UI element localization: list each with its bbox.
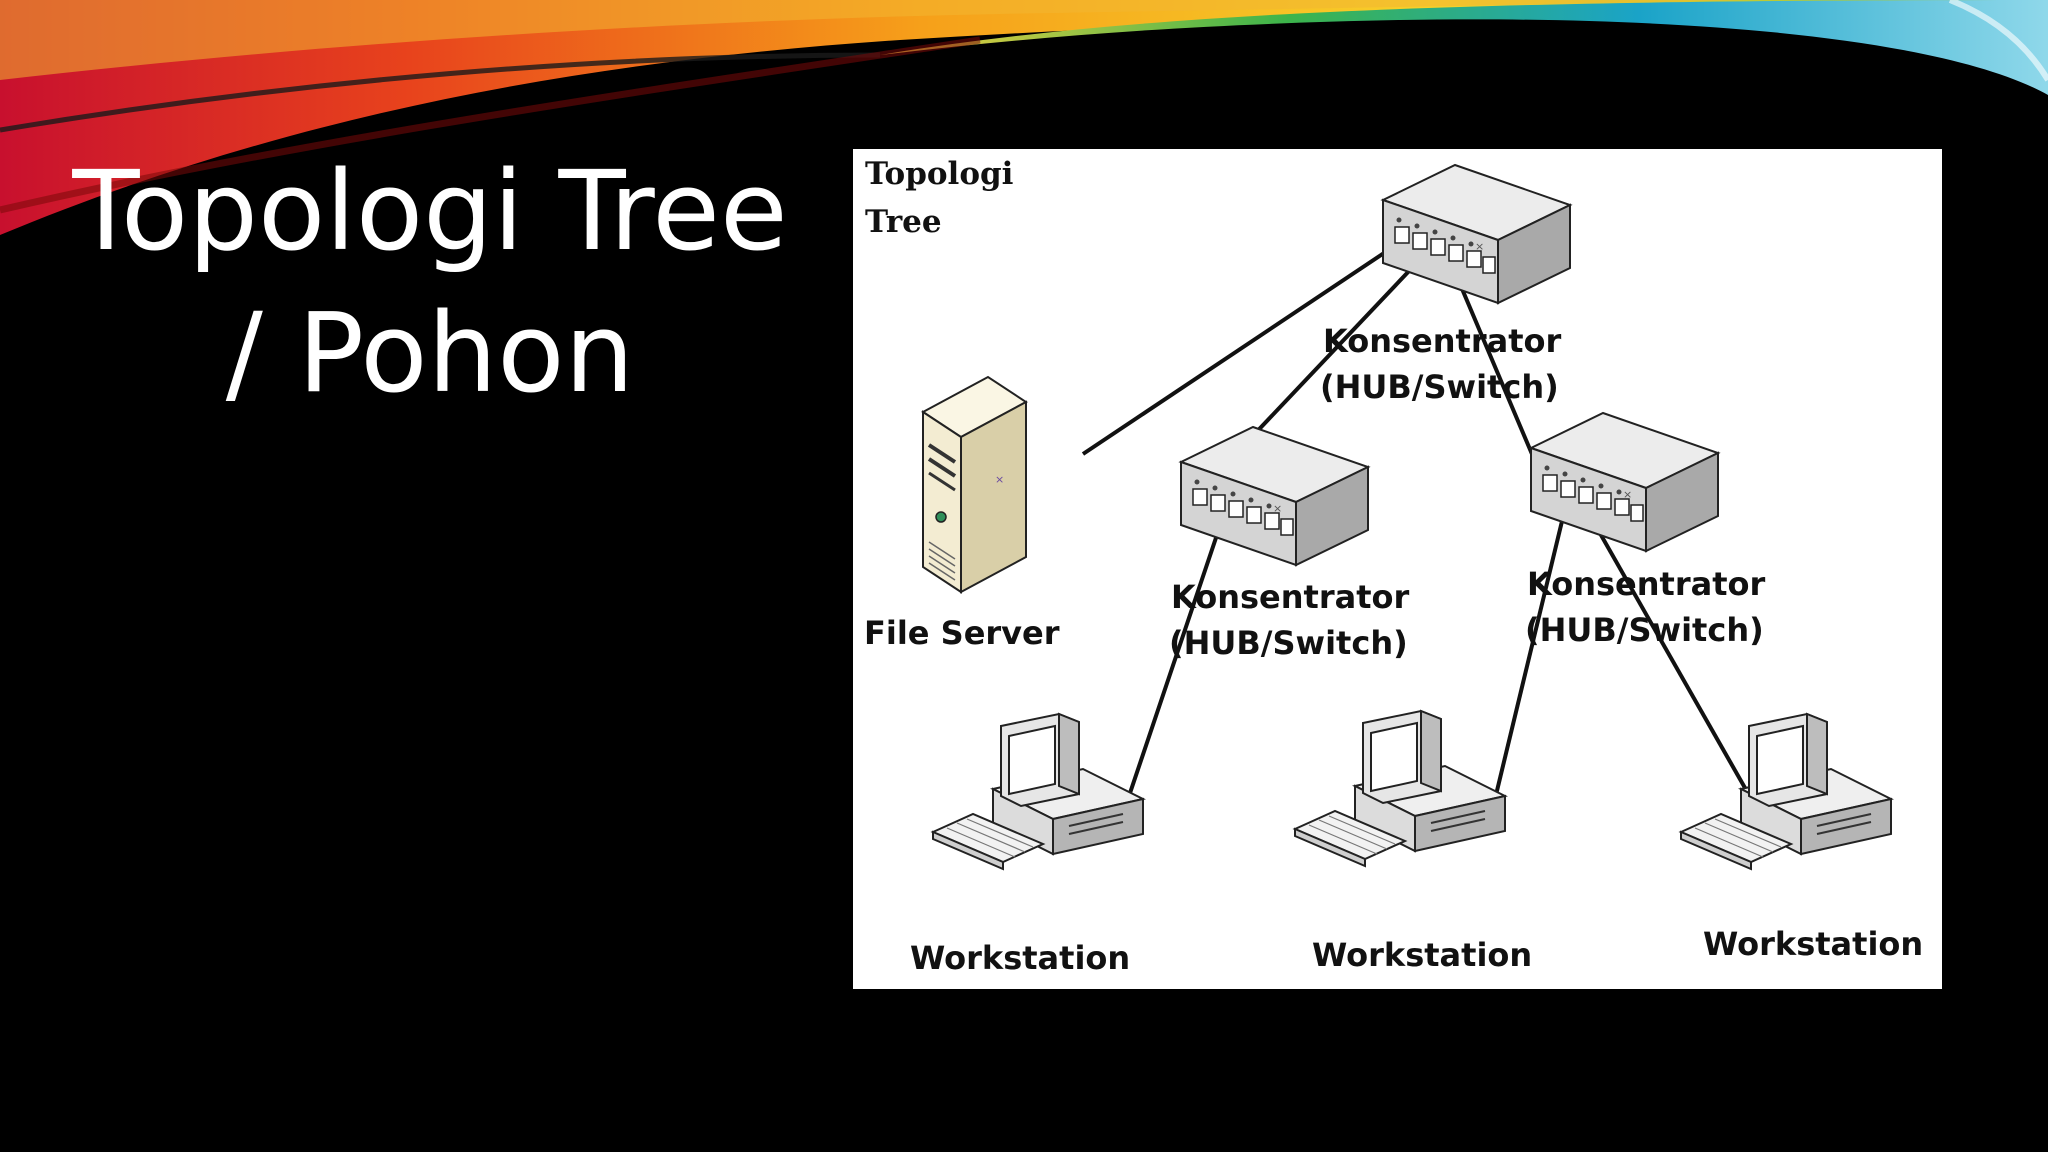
right-switch-label-line-1: Konsentrator [1527, 565, 1765, 603]
workstation-2-label: Workstation [1312, 936, 1532, 974]
diagram-caption-line-1: Topologi [865, 156, 1013, 192]
svg-text:×: × [995, 473, 1004, 486]
workstation-1-icon [930, 712, 1146, 871]
root-switch-label-line-1: Konsentrator [1323, 322, 1561, 360]
right-switch-label-line-2: (HUB/Switch) [1525, 611, 1764, 649]
svg-text:×: × [1475, 240, 1484, 253]
svg-text:×: × [1623, 488, 1632, 501]
diagram-caption-line-2: Tree [865, 204, 942, 240]
decorative-swoosh [0, 0, 2048, 235]
root-switch-label-line-2: (HUB/Switch) [1320, 368, 1559, 406]
topology-diagram: × × [853, 149, 1942, 989]
slide-title-line-2: / Pohon [225, 289, 635, 417]
root-switch-icon: × [1380, 163, 1573, 305]
workstation-1-label: Workstation [910, 939, 1130, 977]
link-right-switch-to-workstation-3 [1591, 520, 1755, 803]
workstation-3-label: Workstation [1703, 925, 1923, 963]
file-server-label: File Server [864, 614, 1060, 652]
link-left-switch-to-workstation-1 [1126, 516, 1225, 800]
workstation-2-icon [1292, 709, 1508, 868]
file-server-icon: × [921, 375, 1028, 594]
left-switch-icon: × [1178, 425, 1371, 567]
right-switch-icon: × [1528, 411, 1721, 553]
svg-text:×: × [1273, 502, 1282, 515]
workstation-3-icon [1678, 712, 1894, 871]
left-switch-label-line-1: Konsentrator [1171, 578, 1409, 616]
topology-diagram-canvas: × × [864, 156, 1923, 977]
slide-title: Topologi Tree / Pohon [40, 140, 820, 424]
left-switch-label-line-2: (HUB/Switch) [1169, 624, 1408, 662]
link-right-switch-to-workstation-2 [1493, 516, 1565, 800]
slide-title-line-1: Topologi Tree [72, 147, 788, 275]
link-root-to-file-server [1081, 237, 1407, 456]
